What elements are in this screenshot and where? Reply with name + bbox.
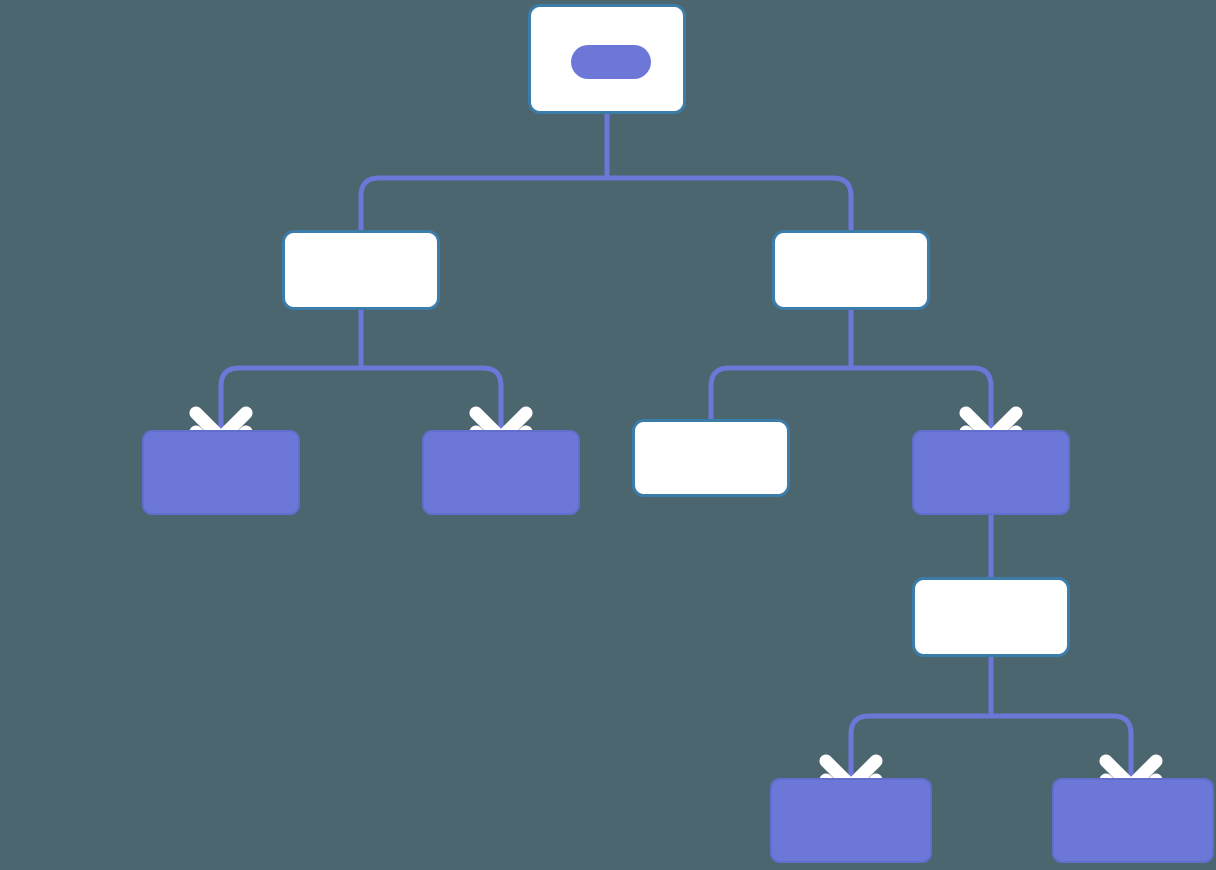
tree-node-branch-left[interactable] bbox=[282, 230, 440, 310]
tree-node-leaf-2[interactable] bbox=[422, 430, 580, 515]
tree-node-leaf-3[interactable] bbox=[632, 419, 790, 497]
tree-node-branch-lower-2[interactable] bbox=[912, 577, 1070, 657]
tree-node-leaf-1[interactable] bbox=[142, 430, 300, 515]
node-label-pill bbox=[571, 45, 651, 79]
tree-node-leaf-5[interactable] bbox=[1052, 778, 1214, 863]
tree-node-leaf-4[interactable] bbox=[770, 778, 932, 863]
tree-node-root[interactable] bbox=[528, 4, 686, 114]
tree-node-branch-right[interactable] bbox=[772, 230, 930, 310]
tree-node-branch-lower[interactable] bbox=[912, 430, 1070, 515]
